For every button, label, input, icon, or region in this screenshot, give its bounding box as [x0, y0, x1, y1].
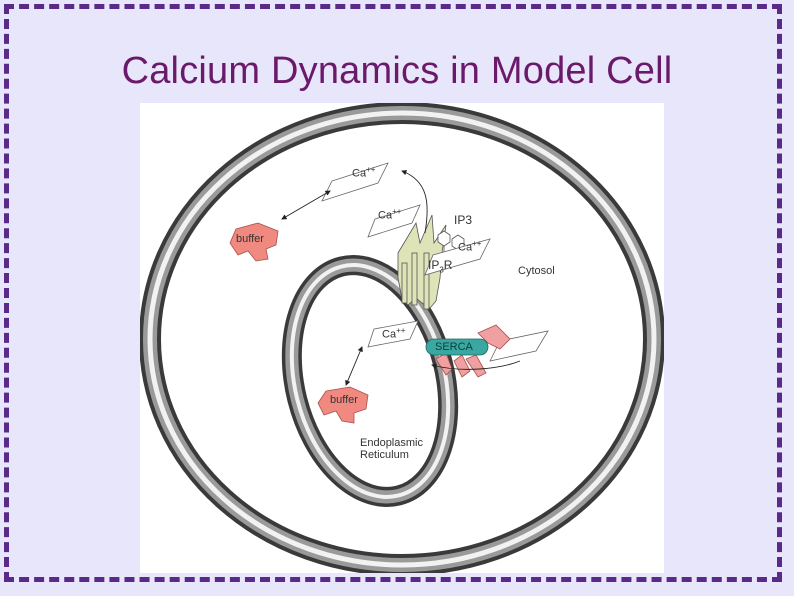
ca-label-er: Ca++	[382, 326, 406, 341]
cell-diagram-drawing	[140, 103, 664, 573]
ca-label-channel: Ca++	[378, 207, 402, 222]
ca-ion-er	[367, 320, 419, 348]
ca-ion-channel	[367, 204, 421, 238]
er-label: Endoplasmic Reticulum	[360, 437, 423, 461]
buffer-label-er: buffer	[330, 394, 358, 406]
buffer-label-cytosol: buffer	[236, 233, 264, 245]
arrow-buffer-ca	[281, 190, 331, 220]
buffer-cytosol	[229, 222, 279, 262]
ca-ion-serca	[489, 330, 549, 362]
buffer-er	[317, 386, 369, 424]
ca-ion-ip3r	[424, 238, 491, 276]
slide-title: Calcium Dynamics in Model Cell	[121, 50, 673, 92]
arrow-er-buffer	[345, 346, 363, 386]
cytosol-label: Cytosol	[518, 265, 555, 277]
ip3r-label: IP3R	[428, 258, 453, 275]
serca-label: SERCA	[435, 341, 473, 353]
ca-label-top: Ca++	[352, 165, 376, 180]
serca-pump	[425, 324, 511, 378]
arrow-release	[401, 170, 428, 234]
ip3-receptor-channel	[397, 214, 465, 310]
cell-diagram: Ca++ Ca++ IP3 Ca++ IP3R buffer Cytosol C…	[140, 103, 664, 573]
slide-border	[4, 4, 782, 582]
arrow-uptake	[431, 360, 521, 370]
ca-label-ip3r: Ca++	[458, 239, 482, 254]
ip3-label: IP3	[454, 213, 473, 227]
